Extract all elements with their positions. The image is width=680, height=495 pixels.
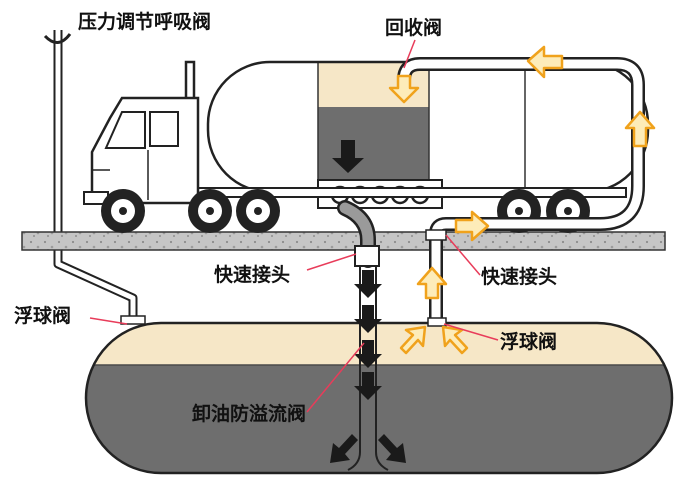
label-recovery-valve: 回收阀 <box>385 17 443 39</box>
unloading-hose <box>337 200 376 268</box>
tank-vapor-space <box>86 323 672 365</box>
black-arrow-icon <box>332 140 364 173</box>
vapor-recovery-pipe <box>397 57 645 327</box>
label-overfill-valve: 卸油防溢流阀 <box>192 403 307 425</box>
label-float-valve-left: 浮球阀 <box>14 305 72 327</box>
cab-window-front <box>104 111 146 149</box>
label-float-valve-right: 浮球阀 <box>500 331 558 353</box>
cab-window-side <box>149 111 179 147</box>
black-arrow-icon <box>354 372 382 400</box>
breather-valve-icon <box>43 33 72 44</box>
trailer-fuel-fill <box>318 107 429 192</box>
orange-arrow-icon <box>526 45 564 79</box>
quick-coupling-left-icon <box>354 245 380 267</box>
leader-lines <box>89 39 499 413</box>
drop-tube <box>347 266 389 471</box>
ground-slab <box>21 231 666 251</box>
vent-pipe <box>43 30 146 325</box>
tanker-trailer <box>185 60 650 209</box>
orange-arrow-icon <box>454 210 490 242</box>
label-quick-coupling-right: 快速接头 <box>481 266 558 288</box>
black-arrow-icon <box>354 305 382 333</box>
orange-arrow-icon <box>624 110 656 148</box>
black-arrow-icon <box>354 340 382 368</box>
orange-arrow-icon <box>399 325 427 355</box>
leader-quick-coupling-right <box>445 234 481 276</box>
float-valve-right-icon <box>427 317 447 327</box>
orange-arrow-icon <box>441 325 469 355</box>
black-arrow-icon <box>330 434 358 463</box>
leader-float-valve-left <box>89 317 128 325</box>
leader-overfill-valve <box>306 342 365 413</box>
underground-tank <box>84 321 674 475</box>
label-pressure-valve: 压力调节呼吸阀 <box>78 11 212 33</box>
leader-quick-coupling-left <box>306 253 357 271</box>
fuel-flow-arrows <box>330 140 406 463</box>
leader-recovery-valve <box>403 39 416 69</box>
black-arrow-icon <box>378 434 406 463</box>
vapor-flow-arrows <box>388 45 656 355</box>
orange-arrow-icon <box>416 266 448 300</box>
label-quick-coupling-left: 快速接头 <box>214 264 291 286</box>
black-arrow-icon <box>354 270 382 298</box>
float-valve-left-icon <box>120 315 146 325</box>
leader-float-valve-right <box>443 323 499 341</box>
quick-coupling-right-icon <box>425 229 447 241</box>
truck-cab <box>83 60 200 205</box>
orange-arrow-icon <box>388 74 420 104</box>
